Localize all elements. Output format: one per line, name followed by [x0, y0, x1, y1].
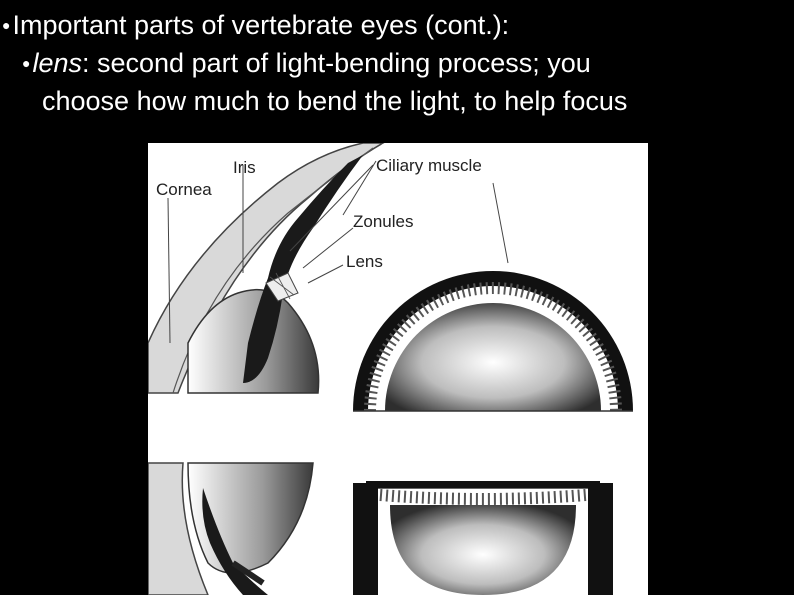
bullet-dot-icon: ● — [22, 54, 31, 71]
sub-bullet-text-2: choose how much to bend the light, to he… — [42, 86, 628, 116]
label-lens: Lens — [346, 252, 383, 271]
label-iris: Iris — [233, 158, 256, 177]
label-zonules: Zonules — [353, 212, 413, 231]
bullet-dot-icon: ● — [2, 16, 11, 33]
eye-lens-diagram: Iris Cornea Ciliary muscle Zonules Lens — [148, 143, 648, 595]
label-cornea: Cornea — [156, 180, 212, 199]
sub-bullet: ●lens: second part of light-bending proc… — [22, 46, 591, 82]
lens-term: lens — [32, 48, 82, 78]
sub-bullet-continued: choose how much to bend the light, to he… — [42, 84, 627, 118]
front-lens-view-top — [353, 271, 633, 412]
front-lens-view-bottom — [353, 481, 613, 595]
side-eye-section-bottom — [148, 462, 314, 595]
label-leader-lines — [167, 160, 509, 344]
slide-title: Important parts of vertebrate eyes (cont… — [12, 10, 510, 40]
main-bullet: ●Important parts of vertebrate eyes (con… — [2, 8, 509, 44]
label-ciliary-muscle: Ciliary muscle — [376, 156, 482, 175]
side-eye-section-top — [148, 143, 385, 394]
sub-bullet-text-1: : second part of light-bending process; … — [82, 48, 591, 78]
